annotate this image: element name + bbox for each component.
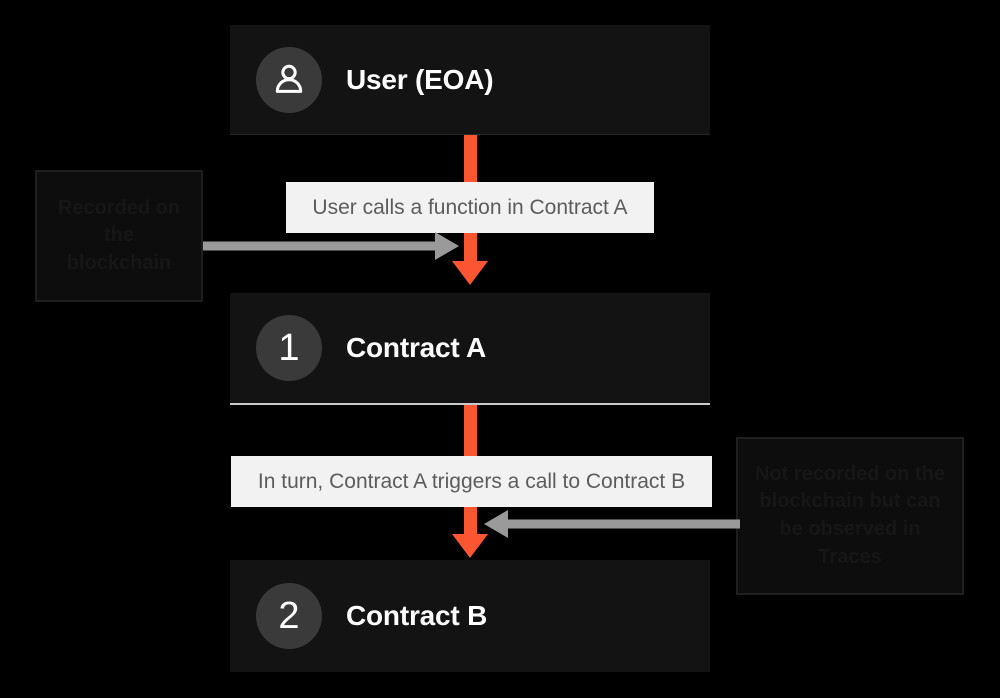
callout-recorded-label: Recorded on the blockchain [57, 196, 181, 274]
node-user[interactable]: User (EOA) [230, 25, 710, 135]
node-title-contract-a: Contract A [346, 332, 487, 363]
node-contract-a[interactable]: 1 Contract A [230, 293, 710, 405]
step-badge-1: 1 [256, 315, 322, 381]
chip-user-calls-label: User calls a function in Contract A [312, 195, 628, 219]
callout-not-recorded: Not recorded on the blockchain but can b… [736, 437, 964, 595]
person-icon [275, 64, 303, 93]
chip-contract-a-triggers: In turn, Contract A triggers a call to C… [231, 456, 712, 507]
step-badge-2-label: 2 [278, 595, 300, 637]
connector-orange-arrowhead-upper [452, 261, 488, 285]
node-title-contract-b: Contract B [346, 600, 488, 631]
connector-orange-stem-lower-bottom [464, 506, 477, 536]
gray-arrow-not-recorded [484, 510, 740, 538]
connector-orange-stem-upper-bottom [464, 233, 477, 263]
connector-orange-stem-upper-top [464, 135, 477, 182]
connector-orange-arrowhead-lower [452, 534, 488, 558]
callout-recorded: Recorded on the blockchain [35, 170, 203, 302]
avatar-badge [256, 46, 322, 113]
node-contract-b[interactable]: 2 Contract B [230, 560, 710, 672]
chip-contract-a-triggers-label: In turn, Contract A triggers a call to C… [257, 469, 686, 493]
callout-not-recorded-label: Not recorded on the blockchain but can b… [754, 462, 945, 568]
connector-orange-stem-lower-top [464, 405, 477, 456]
bottom-spacer [0, 676, 1000, 698]
node-title-user: User (EOA) [346, 63, 494, 95]
step-badge-2: 2 [256, 583, 322, 649]
step-badge-1-label: 1 [278, 327, 300, 369]
gray-arrow-recorded [203, 232, 459, 260]
chip-user-calls: User calls a function in Contract A [286, 182, 654, 233]
